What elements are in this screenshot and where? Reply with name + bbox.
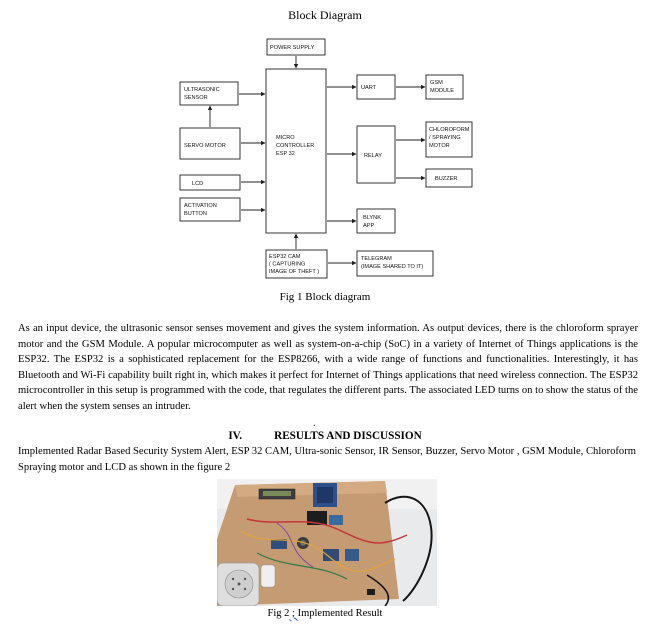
body-paragraph-1: As an input device, the ultrasonic senso… — [18, 323, 638, 412]
figure-2-label: Fig 2 — [267, 608, 290, 619]
gsm-module-block — [425, 74, 464, 100]
section-heading: IV. RESULTS AND DISCUSSION — [0, 430, 650, 442]
buzzer-block — [425, 168, 473, 188]
lcd-block — [179, 174, 241, 191]
esp32-cam-block — [265, 249, 328, 279]
figure-2-caption: Fig 2 ; Implemented Result — [0, 608, 650, 619]
ultrasonic-sensor-block — [179, 81, 239, 106]
power-supply-label: POWER SUPPLY — [270, 45, 315, 51]
figure-2-separator: ; — [289, 608, 298, 619]
figure-2-text: Implemented Result — [297, 608, 383, 619]
section-number: IV. — [228, 430, 243, 442]
implemented-result-photo — [217, 479, 437, 606]
servo-motor-label: SERVO MOTOR — [184, 143, 226, 149]
activation-button-block — [179, 197, 241, 222]
body-paragraph-2: Implemented Radar Based Security System … — [18, 446, 636, 473]
uart-label: UART — [361, 85, 377, 91]
power-supply-block — [266, 38, 326, 56]
relay-block — [356, 125, 396, 184]
chloroform-motor-block — [425, 121, 473, 158]
section-title: RESULTS AND DISCUSSION — [274, 430, 422, 442]
page-title: Block Diagram — [288, 8, 362, 22]
figure-1-caption: Fig 1 Block diagram — [279, 291, 371, 303]
microcontroller-block — [265, 68, 327, 234]
telegram-label: TELEGRAM(IMAGE SHARED TO IT) — [361, 256, 423, 270]
relay-label: RELAY — [364, 153, 382, 159]
servo-motor-block — [179, 127, 241, 160]
uart-block — [356, 74, 396, 100]
buzzer-label: BUZZER — [435, 176, 457, 182]
telegram-block — [356, 250, 434, 277]
lcd-label: LCD — [192, 181, 203, 187]
stray-mark: . — [313, 418, 316, 429]
blynk-app-block — [356, 208, 396, 234]
